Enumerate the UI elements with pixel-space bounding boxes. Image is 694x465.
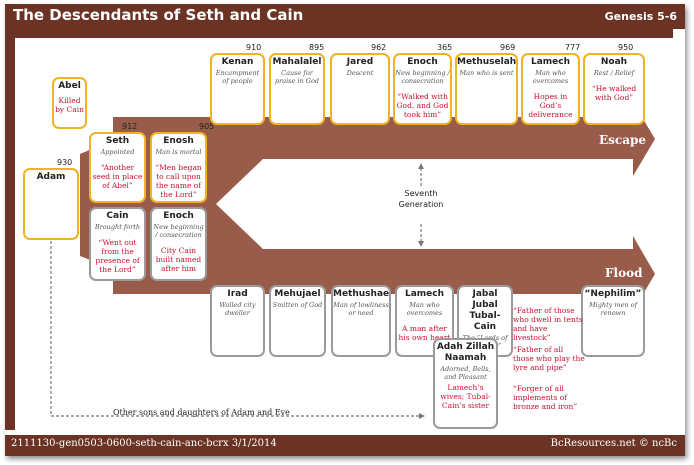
person-box-cain-line: “Nephilim” Mighty men of renown — [581, 285, 645, 357]
person-meaning: Walled city dweller — [219, 301, 256, 317]
person-age: 910 — [246, 43, 262, 52]
page-title: The Descendants of Seth and Cain — [13, 6, 304, 24]
person-age: 777 — [565, 43, 581, 52]
person-note: “Went out from the presence of the Lord” — [95, 238, 140, 274]
person-meaning: Encampment of people — [215, 69, 260, 85]
person-meaning: Smitten of God — [272, 301, 323, 309]
person-note: Lamech’s wives; Tubal-Cain’s sister — [440, 383, 491, 410]
person-meaning: Brought forth — [94, 223, 141, 231]
dashed-arrow-right — [50, 241, 425, 419]
person-age: 950 — [618, 43, 634, 52]
person-name: Methuselah — [457, 57, 517, 67]
person-meaning: New beginning / consecration — [395, 69, 450, 85]
person-name: Jabal Jubal Tubal-Cain — [469, 289, 501, 332]
person-meaning: Rest / Relief — [593, 69, 635, 77]
header-bar — [5, 4, 685, 29]
person-name: Lamech — [530, 57, 571, 67]
person-age: 912 — [122, 122, 138, 131]
person-note: City Cain built named after him — [155, 246, 202, 273]
person-name: Seth — [105, 136, 130, 146]
person-name: Adam — [36, 172, 66, 182]
person-box-abel: Abel Killed by Cain — [52, 77, 87, 129]
person-meaning: Man who overcomes — [532, 69, 569, 85]
person-name: Mahalalel — [272, 57, 322, 67]
scripture-reference: Genesis 5-6 — [604, 10, 677, 23]
flow-arrows — [5, 29, 673, 430]
person-name: Kenan — [221, 57, 254, 67]
flood-label: Flood — [605, 266, 643, 280]
footer-code: 2111130-gen0503-0600-seth-cain-anc-bcrx … — [11, 438, 277, 449]
person-name: Enoch — [163, 211, 194, 221]
person-note: “Another seed in place of Abel” — [92, 163, 143, 190]
person-age: 365 — [437, 43, 453, 52]
person-name: Enoch — [407, 57, 438, 67]
person-meaning: Man who is sent — [459, 69, 514, 77]
person-name: Cain — [106, 211, 129, 221]
jubal-note: “Father of all those who play the lyre a… — [513, 345, 585, 372]
person-meaning: Descent — [346, 69, 374, 77]
person-name: Enosh — [163, 136, 194, 146]
person-age: 895 — [309, 43, 325, 52]
person-note: Hopes in God’s deliverance — [528, 92, 573, 119]
person-name: Irad — [227, 289, 248, 299]
person-age: 962 — [371, 43, 387, 52]
flood-arrow — [80, 204, 655, 311]
person-name: Methushael — [333, 289, 391, 299]
person-note: “Men began to call upon the name of the … — [155, 163, 202, 199]
diagram-frame: The Descendants of Seth and Cain Genesis… — [5, 4, 685, 456]
escape-arrow — [80, 102, 655, 204]
jabal-note: “Father of those who dwell in tents and … — [513, 306, 583, 342]
footer-credit: BcResources.net © ncBc — [550, 438, 677, 449]
person-meaning: Adorned, Bells, and Pleasant — [440, 365, 491, 381]
person-note: Killed by Cain — [55, 96, 84, 114]
person-meaning: Man of lowliness or need — [333, 301, 389, 317]
person-meaning: Appointed — [100, 148, 135, 156]
tubal-cain-note: “Forger of all implements of bronze and … — [513, 384, 578, 411]
person-meaning: Man who overcomes — [406, 301, 443, 317]
person-box-wives: Adah Zillah Naamah Adorned, Bells, and P… — [433, 338, 498, 429]
person-name: Lamech — [404, 289, 445, 299]
person-meaning: Man is mortal — [155, 148, 202, 156]
person-meaning: Cause for praise in God — [274, 69, 320, 85]
footer-bar — [5, 435, 685, 456]
person-name: Noah — [600, 57, 628, 67]
person-name: Abel — [58, 81, 81, 91]
other-children-label: Other sons and daughters of Adam and Eve — [113, 408, 290, 417]
person-meaning: New beginning / consecration — [153, 223, 204, 239]
escape-label: Escape — [599, 133, 647, 147]
person-meaning: Mighty men of renown — [588, 301, 637, 317]
person-name: Jared — [346, 57, 374, 67]
seventh-generation-label: Seventh Generation — [398, 189, 444, 209]
person-age: 905 — [199, 122, 215, 131]
person-note: A man after his own heart — [398, 324, 451, 342]
person-note: “He walked with God” — [591, 84, 637, 102]
person-box-adam: Adam — [23, 168, 79, 240]
person-age: 969 — [500, 43, 516, 52]
person-name: Adah Zillah Naamah — [436, 342, 495, 363]
person-name: “Nephilim” — [584, 289, 642, 299]
person-name: Mehujael — [274, 289, 321, 299]
person-note: “Walked with God, and God took him” — [396, 92, 449, 119]
adam-age: 930 — [57, 158, 73, 167]
